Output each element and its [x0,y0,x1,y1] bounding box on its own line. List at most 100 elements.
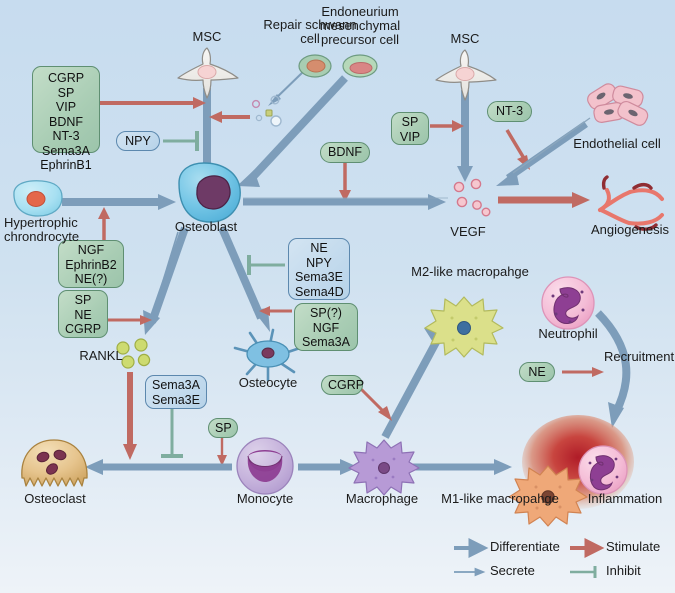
box-sp-monocyte[interactable]: SP [208,418,238,438]
box-line: BDNF [48,114,84,129]
arrow-vegf-to-angiogenesis [498,192,590,208]
box-line: Sema3A [42,143,90,158]
arrow-sp-stimulate-monocyte [217,438,227,466]
label-line: chrondrocyte [4,229,80,244]
box-line: SP(?) [310,306,342,320]
label-vegf: VEGF [450,224,486,239]
label-line: cell [300,31,320,46]
arrow-osteoblast-to-rankl [143,226,189,335]
arrow-monocyte-to-osteoclast [85,459,232,475]
label-line: precursor cell [320,32,400,47]
box-sema3a-sema3e[interactable]: Sema3A Sema3E [145,375,207,409]
label-osteoclast: Osteoclast [24,491,86,506]
box-cgrp-group[interactable]: CGRP SP VIP BDNF NT-3 Sema3A EphrinB1 [32,66,100,172]
box-sp-ngf-sema3a[interactable]: SP(?) NGF Sema3A [294,303,358,351]
label-line: Endoneurium [321,4,399,19]
box-line: NGF [77,243,105,257]
inhibit-sema-osteoclast [161,409,183,458]
box-line: SP [215,421,232,435]
macrophage-icon [348,439,420,496]
label-rankl: RANKL [79,348,123,363]
box-ne-neutrophil[interactable]: NE [519,362,555,382]
box-line: NE [74,307,92,322]
arrow-ne-stimulate-recruitment [562,367,604,377]
arrow-chondrocyte-to-osteoblast [62,194,176,210]
box-line: NGF [312,320,340,335]
label-inflammation: Inflammation [587,491,663,506]
box-line: SP [57,85,75,100]
line-osteoblast-secrete-left [147,231,179,331]
arrow-cgrpgroup-stimulate [100,97,206,109]
arrow-cgrp-stimulate-m2 [357,385,392,421]
box-line: Sema3E [152,392,200,407]
label-msc-right: MSC [450,31,480,46]
box-sp-vip[interactable]: SP VIP [391,112,429,145]
arrow-neutrophil-recruitment [595,310,631,428]
arrow-endothelial-to-vegf [496,121,588,186]
label-osteoblast: Osteoblast [174,219,238,234]
msc-right-icon [435,49,497,101]
secreted-granules-icon [251,95,282,127]
label-recruitment: Recruitment [604,349,675,364]
box-line: VIP [55,100,77,114]
neutrophil-in-inflammation-icon [578,445,628,495]
osteoclast-icon [21,439,88,487]
box-line: NT-3 [52,129,80,143]
legend-icons [454,538,605,578]
box-line: CGRP [328,378,365,392]
label-endoneurium-precursor: Endoneurium mesenchymal precursor cell [305,5,415,47]
neutrophil-icon [541,276,595,330]
box-npy[interactable]: NPY [116,131,160,151]
label-line: Repair schwann [263,17,357,32]
label-neutrophil: Neutrophil [538,326,598,341]
box-line: Sema3E [295,270,343,284]
label-msc-left: MSC [192,29,222,44]
angiogenesis-icon [598,175,664,231]
box-bdnf[interactable]: BDNF [320,142,370,163]
arrow-granules-stimulate [209,111,250,123]
box-line: SP [74,293,92,307]
label-repair-schwann-cell: Repair schwann cell [255,18,365,46]
box-nt3[interactable]: NT-3 [487,101,532,122]
box-line: VIP [399,129,421,144]
inhibit-npy-osteoblast [163,131,199,151]
legend-label-inhibit: Inhibit [606,563,641,578]
line-endothelial-thin [512,117,591,174]
box-line: NT-3 [495,104,524,118]
box-sp-ne-cgrp[interactable]: SP NE CGRP [58,290,108,338]
arrow-bdnf-stimulate [339,163,351,202]
arrow-rankl-stimulate-osteoclast [123,372,137,460]
inhibit-nenpy-osteocyte [247,255,285,275]
box-cgrp-macrophage[interactable]: CGRP [321,375,365,395]
box-line: EphrinB2 [65,257,117,272]
repair-schwann-cell-icon [298,54,332,78]
arrow-spngf-stimulate-osteocyte [259,306,292,316]
box-line: NPY [306,255,332,270]
box-ngf-ephrinb2[interactable]: NGF EphrinB2 NE(?) [58,240,124,288]
hypertrophic-chondrocyte-icon [13,180,63,217]
arrow-msc-right-to-vegf [457,90,473,182]
label-monocyte: Monocyte [236,491,294,506]
label-angiogenesis: Angiogenesis [590,222,670,237]
box-line: Sema3A [152,378,200,392]
osteocyte-icon [233,328,305,382]
arrow-spnecgrp-stimulate [108,315,152,325]
arrow-spvip-stimulate [430,120,464,132]
arrow-macrophage-to-m1 [410,459,512,475]
label-line: mesenchymal [319,18,401,33]
box-line: NPY [125,134,151,148]
msc-left-icon [177,47,239,99]
monocyte-icon [236,437,294,495]
box-line: SP [401,115,419,129]
arrow-monocyte-to-macrophage [298,459,358,475]
label-m2-like-macrophage: M2-like macropahge [411,264,529,279]
box-line: CGRP [65,322,102,336]
box-line: Sema4D [295,284,344,299]
vegf-icon [453,178,491,217]
box-line: NE [310,241,328,255]
label-hypertrophic-chondrocyte: Hypertrophic chrondrocyte [4,216,109,244]
box-ne-npy-sema[interactable]: NE NPY Sema3E Sema4D [288,238,350,300]
box-line: CGRP [47,71,85,85]
